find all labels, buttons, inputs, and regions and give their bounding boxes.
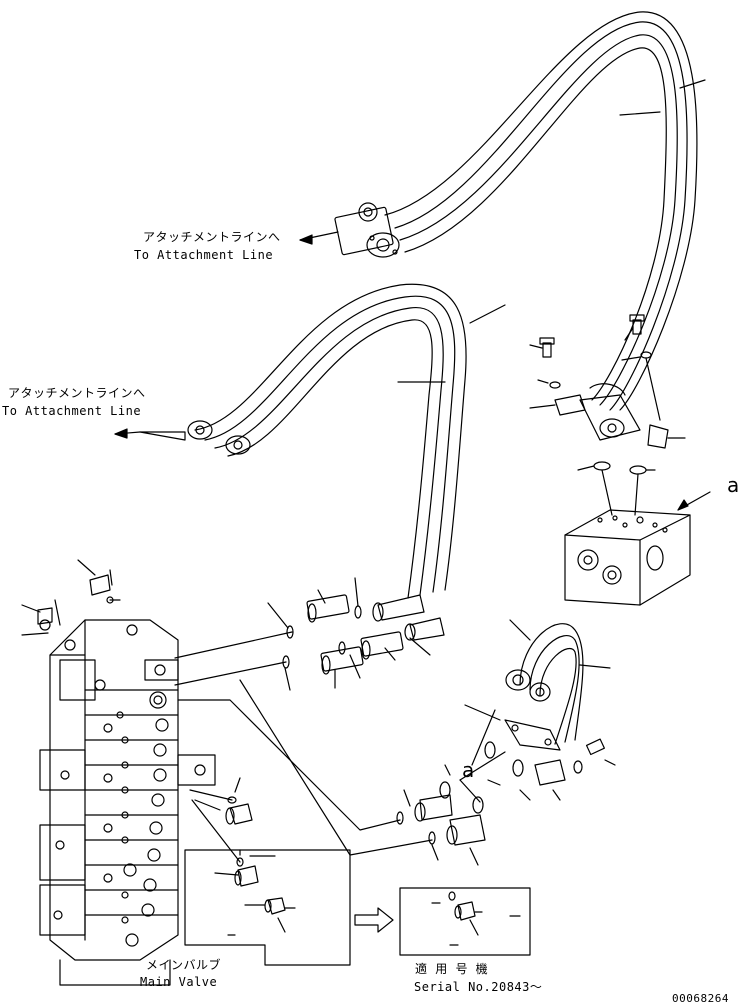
label-serial-jp: 適 用 号 機 (415, 962, 489, 976)
arrow-upper-head (299, 234, 313, 245)
label-attach-left-jp: アタッチメントラインへ (8, 386, 146, 400)
label-attach-left-en: To Attachment Line (2, 404, 142, 418)
couplers-middle (267, 577, 404, 691)
right-manifold-block (564, 461, 711, 606)
connection-lines (174, 631, 433, 856)
inset-box-main-valve (184, 799, 351, 966)
label-main-valve-jp: メインバルブ (146, 958, 222, 972)
label-attach-upper-jp: アタッチメントラインへ (143, 230, 281, 244)
upper-hose-assembly (334, 11, 706, 411)
label-serial-en: Serial No.20843～ (414, 980, 543, 994)
right-lower-hose (396, 619, 616, 866)
drawing-number: 00068264 (672, 992, 729, 1005)
arrow-left-head (114, 428, 128, 439)
main-valve-stack (21, 559, 253, 986)
lower-hose-assembly (139, 283, 506, 656)
inset-box-serial (399, 887, 531, 956)
upper-right-fittings (529, 314, 686, 449)
callout-a-right: a (727, 473, 740, 497)
callout-a-middle: a (462, 758, 475, 782)
label-main-valve-en: Main Valve (140, 975, 218, 989)
label-attach-upper-en: To Attachment Line (134, 248, 274, 262)
inset-arrow (354, 907, 394, 933)
